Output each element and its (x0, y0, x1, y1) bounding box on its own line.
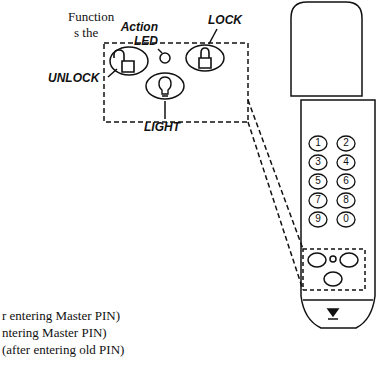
leader-line (164, 101, 166, 119)
key-outline (337, 155, 355, 170)
action-led (330, 256, 336, 262)
key-outline (309, 212, 327, 227)
note-line: ntering Master PIN) (2, 326, 107, 341)
keypad-key: 2 (336, 135, 356, 152)
light-icon (159, 77, 171, 96)
arrow-mark (328, 318, 338, 320)
callout-label: Action LED (112, 21, 158, 49)
caption-fragment: Function (68, 10, 114, 25)
keypad-key: 1 (308, 135, 328, 152)
key-outline (309, 155, 327, 170)
key-digit: 2 (336, 135, 356, 149)
action-led (160, 53, 170, 63)
key-outline (309, 136, 327, 151)
key-outline (337, 193, 355, 208)
lock-button (340, 253, 358, 267)
zoom-line (248, 122, 303, 290)
detail-frame (303, 249, 365, 290)
zoom-line (248, 100, 303, 249)
key-digit: 8 (336, 192, 356, 206)
keypad-key: 5 (308, 173, 328, 190)
callout-label: LOCK (208, 14, 242, 28)
key-digit: 7 (308, 192, 328, 206)
lock-button (186, 45, 224, 71)
callout-label: UNLOCK (48, 72, 99, 86)
light-button (146, 73, 184, 99)
key-outline (337, 136, 355, 151)
remote-body (301, 100, 375, 328)
key-digit: 6 (336, 173, 356, 187)
key-outline (309, 174, 327, 189)
arrow-mark (328, 309, 338, 316)
keypad-key: 3 (308, 154, 328, 171)
leader-line (158, 49, 162, 53)
note-line: r entering Master PIN) (2, 309, 120, 324)
note-line: (after entering old PIN) (2, 343, 124, 358)
key-digit: 3 (308, 154, 328, 168)
key-outline (337, 212, 355, 227)
keypad-key: 0 (336, 211, 356, 228)
key-digit: 4 (336, 154, 356, 168)
key-outline (337, 174, 355, 189)
keypad-key: 4 (336, 154, 356, 171)
leader-line (108, 69, 117, 77)
leader-line (209, 29, 217, 44)
keypad-key: 9 (308, 211, 328, 228)
keypad-key: 8 (336, 192, 356, 209)
light-button (324, 272, 342, 286)
keypad-key: 6 (336, 173, 356, 190)
unlock-button (308, 253, 326, 267)
detail-frame (104, 43, 248, 122)
keypad-key: 7 (308, 192, 328, 209)
lock-icon (199, 48, 211, 68)
key-digit: 1 (308, 135, 328, 149)
callout-label: LIGHT (144, 121, 180, 135)
key-digit: 0 (336, 211, 356, 225)
caption-fragment: s the (74, 26, 98, 41)
key-digit: 5 (308, 173, 328, 187)
key-outline (309, 193, 327, 208)
unlock-icon (114, 50, 134, 72)
key-digit: 9 (308, 211, 328, 225)
hinge-line (303, 299, 373, 301)
flip-cover (291, 2, 362, 96)
